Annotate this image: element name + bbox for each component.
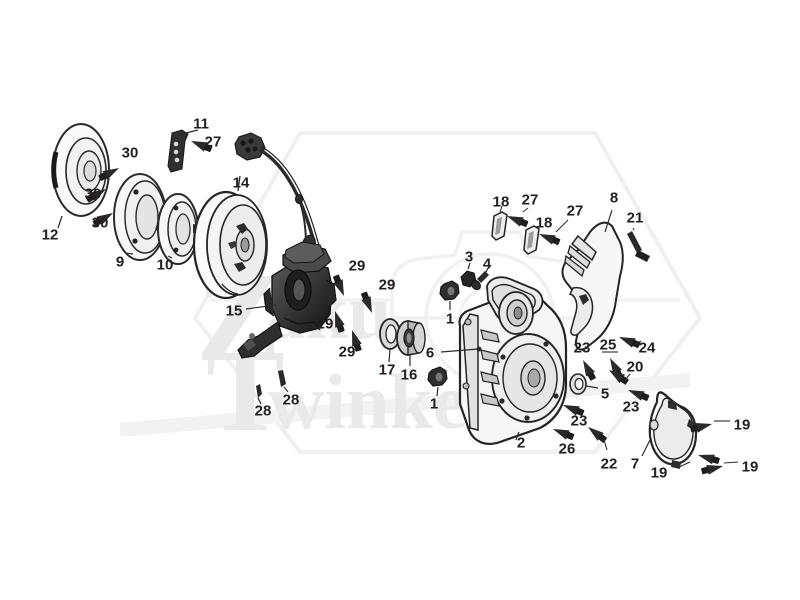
part-27-bolts-right[interactable] — [505, 207, 569, 247]
part-24-bolt[interactable] — [617, 332, 642, 350]
callout-number-30[interactable]: 30 — [91, 214, 109, 232]
callout-number-14[interactable]: 14 — [232, 174, 250, 192]
part-22-bolt[interactable] — [584, 423, 609, 451]
callout-number-27[interactable]: 27 — [566, 202, 584, 220]
callout-number-24[interactable]: 24 — [638, 339, 656, 357]
callout-number-29[interactable]: 29 — [348, 257, 366, 275]
callout-number-11[interactable]: 11 — [193, 115, 209, 133]
callout-number-1[interactable]: 1 — [429, 395, 439, 413]
callout-number-18[interactable]: 18 — [535, 214, 553, 232]
callout-number-23[interactable]: 23 — [622, 398, 640, 416]
callout-number-7[interactable]: 7 — [630, 455, 640, 473]
callout-number-28[interactable]: 28 — [254, 402, 272, 420]
part-9-stator-backing-plate[interactable] — [113, 173, 167, 261]
part-5-grommet-ring[interactable] — [569, 373, 599, 395]
part-6-gasket-locator[interactable] — [440, 346, 482, 353]
callout-number-29[interactable]: 29 — [316, 315, 334, 333]
callout-number-29[interactable]: 29 — [378, 276, 396, 294]
callout-number-16[interactable]: 16 — [400, 366, 418, 384]
part-1-dowel-pins[interactable] — [427, 280, 460, 397]
part-28-dowel-pins[interactable] — [256, 370, 289, 405]
callout-number-23[interactable]: 23 — [570, 412, 588, 430]
part-7-cover-plate-ring[interactable] — [641, 391, 698, 469]
svg-text:winkel: winkel — [268, 358, 489, 445]
callout-number-2[interactable]: 2 — [516, 434, 526, 452]
part-17-oil-seal[interactable] — [379, 318, 401, 363]
callout-number-25[interactable]: 25 — [599, 336, 617, 354]
callout-number-29[interactable]: 29 — [338, 343, 356, 361]
callout-number-23[interactable]: 23 — [573, 339, 591, 357]
callout-number-1[interactable]: 1 — [445, 310, 455, 328]
callout-number-8[interactable]: 8 — [609, 189, 619, 207]
part-20-bolt[interactable] — [606, 365, 631, 387]
part-16-bearing[interactable] — [396, 320, 426, 366]
callout-number-27[interactable]: 27 — [204, 133, 222, 151]
callout-number-9[interactable]: 9 — [115, 253, 125, 271]
part-14-flywheel-rotor[interactable] — [192, 175, 268, 300]
callout-number-30[interactable]: 30 — [121, 144, 139, 162]
part-15-stator-coil-assembly[interactable] — [237, 241, 337, 359]
callout-number-10[interactable]: 10 — [156, 256, 174, 274]
callout-number-5[interactable]: 5 — [600, 385, 610, 403]
part-4-oil-plug-screw[interactable] — [470, 267, 489, 291]
callout-number-20[interactable]: 20 — [626, 358, 644, 376]
part-11-wire-clamp-bracket[interactable] — [167, 129, 199, 173]
part-21-long-bolt[interactable] — [627, 227, 650, 262]
callout-number-27[interactable]: 27 — [521, 191, 539, 209]
callout-number-6[interactable]: 6 — [425, 344, 435, 362]
part-10-pulser-plate[interactable] — [157, 193, 199, 265]
callout-number-19[interactable]: 19 — [741, 458, 759, 476]
part-18-collar-bushes[interactable] — [491, 205, 540, 255]
part-19-screws[interactable] — [678, 419, 739, 477]
callout-number-4[interactable]: 4 — [482, 255, 492, 273]
part-2-left-crankcase-cover[interactable] — [458, 276, 568, 446]
callout-number-19[interactable]: 19 — [733, 416, 751, 434]
callout-number-17[interactable]: 17 — [378, 361, 396, 379]
part-25-bolt[interactable] — [602, 351, 625, 380]
callout-number-15[interactable]: 15 — [225, 302, 243, 320]
callout-number-30[interactable]: 30 — [84, 185, 102, 203]
callout-number-26[interactable]: 26 — [558, 440, 576, 458]
callout-number-28[interactable]: 28 — [282, 391, 300, 409]
callout-number-22[interactable]: 22 — [600, 455, 618, 473]
callout-number-21[interactable]: 21 — [626, 209, 644, 227]
callout-number-12[interactable]: 12 — [41, 226, 59, 244]
callout-number-19[interactable]: 19 — [650, 464, 668, 482]
callout-number-18[interactable]: 18 — [492, 193, 510, 211]
part-8-kick-starter-cover[interactable] — [561, 209, 624, 351]
callout-number-3[interactable]: 3 — [464, 248, 474, 266]
